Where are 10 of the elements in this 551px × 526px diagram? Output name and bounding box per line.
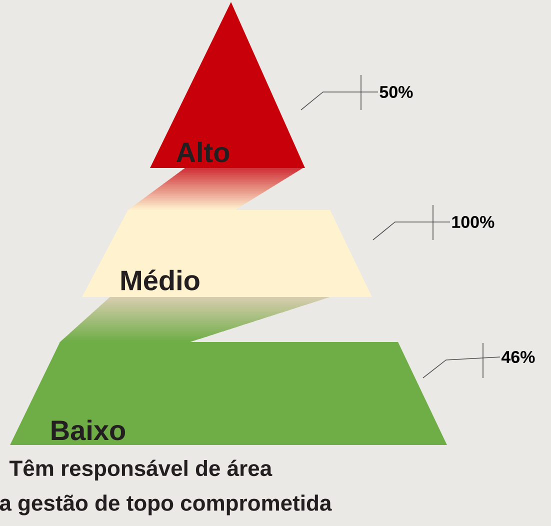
leader-line	[300, 74, 378, 110]
percentage-label: 100%	[452, 216, 494, 228]
leader-line	[422, 342, 500, 378]
leader-line	[372, 204, 450, 240]
pyramid-level: Alto	[150, 2, 305, 168]
percentage-label: 46%	[501, 350, 535, 364]
caption-text: a gestão de topo comprometida	[0, 494, 332, 516]
pyramid-level: Baixo	[10, 342, 447, 445]
percentage-label: 50%	[380, 86, 413, 98]
pyramid-level: Médio	[82, 210, 372, 297]
